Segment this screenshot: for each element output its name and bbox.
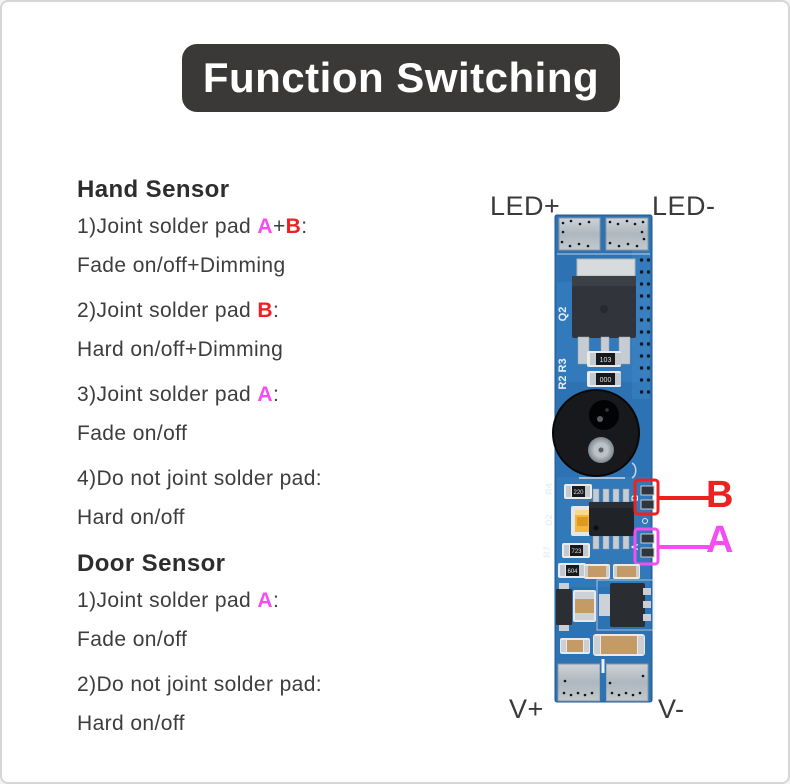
pad-letter-a: A xyxy=(257,383,273,406)
pad-slot xyxy=(600,664,606,701)
soic-chip xyxy=(589,488,634,550)
electrolytic-capacitor xyxy=(573,590,596,622)
smd-resistor-604: 604 xyxy=(558,563,586,578)
title-banner: Function Switching xyxy=(182,44,620,112)
instruction-result: Hard on/off xyxy=(77,506,185,529)
smd-capacitor-row xyxy=(584,564,640,579)
sot23-transistor xyxy=(556,583,572,631)
silkscreen-r2r3: R2 R3 xyxy=(557,358,569,389)
instruction-step: 4)Do not joint solder pad: xyxy=(77,467,323,490)
smd-resistor-000: 000 xyxy=(587,371,621,387)
solder-pad-speckles xyxy=(560,219,646,248)
svg-text:000: 000 xyxy=(600,377,612,384)
instruction-step: 2)Joint solder pad B: xyxy=(77,299,280,322)
callout-letter-b: B xyxy=(706,474,734,516)
instruction-step: 1)Joint solder pad A+B: xyxy=(77,215,308,238)
pad-letter-b: B xyxy=(285,215,302,238)
instruction-step: 3)Joint solder pad A: xyxy=(77,383,280,406)
svg-text:220: 220 xyxy=(573,490,584,496)
pad-letter-b: B xyxy=(257,299,273,322)
page-title: Function Switching xyxy=(202,54,600,101)
mosfet-q2 xyxy=(572,258,636,365)
via-between-pads xyxy=(642,518,648,524)
callout-letter-a: A xyxy=(706,519,734,561)
instruction-step: 2)Do not joint solder pad: xyxy=(77,673,323,696)
instruction-result: Hard on/off xyxy=(77,712,185,735)
section-heading: Hand Sensor xyxy=(77,176,230,203)
pcb-image: Q2 R2 R3 103 000 xyxy=(542,214,709,703)
smd-resistor-723: 723 xyxy=(562,543,590,558)
instruction-step: 1)Joint solder pad A: xyxy=(77,589,280,612)
silkscreen-u xyxy=(631,462,637,479)
silkscreen-t-mark xyxy=(601,659,605,673)
terminal-label-v-minus: V- xyxy=(658,694,685,724)
via-holes xyxy=(639,258,651,394)
smd-resistor-220: 220 xyxy=(564,484,592,499)
pad-letter-a: A xyxy=(257,589,273,612)
led-d2 xyxy=(571,506,594,536)
bottom-pad-speckles xyxy=(562,674,645,697)
terminal-label-led-plus: LED+ xyxy=(490,191,561,221)
bottom-capacitors xyxy=(560,634,645,656)
ir-sensor xyxy=(552,389,640,477)
silkscreen-d2: D2 xyxy=(544,514,554,526)
svg-text:723: 723 xyxy=(571,549,582,555)
silkscreen-r7: R7 xyxy=(542,546,552,558)
instruction-result: Hard on/off+Dimming xyxy=(77,338,284,361)
bottom-left-solder-pad xyxy=(557,663,601,702)
sensor-dark-lens xyxy=(589,400,619,430)
top-right-solder-pad xyxy=(605,217,649,251)
svg-text:103: 103 xyxy=(600,357,612,364)
section-heading: Door Sensor xyxy=(77,550,226,577)
silkscreen-r4: R4 xyxy=(544,483,554,495)
bottom-right-solder-pad xyxy=(605,663,649,702)
instruction-result: Fade on/off+Dimming xyxy=(77,254,286,277)
instruction-result: Fade on/off xyxy=(77,628,188,651)
svg-text:604: 604 xyxy=(567,569,578,575)
terminal-label-v-plus: V+ xyxy=(509,694,544,724)
instruction-result: Fade on/off xyxy=(77,422,188,445)
silkscreen-q2: Q2 xyxy=(557,307,569,322)
pad-letter-a: A xyxy=(257,215,273,238)
instructions-list: Hand Sensor 1)Joint solder pad A+B: Fade o… xyxy=(77,177,497,757)
terminal-label-led-minus: LED- xyxy=(652,191,716,221)
smd-resistor-103: 103 xyxy=(587,351,621,367)
voltage-regulator xyxy=(596,579,655,631)
